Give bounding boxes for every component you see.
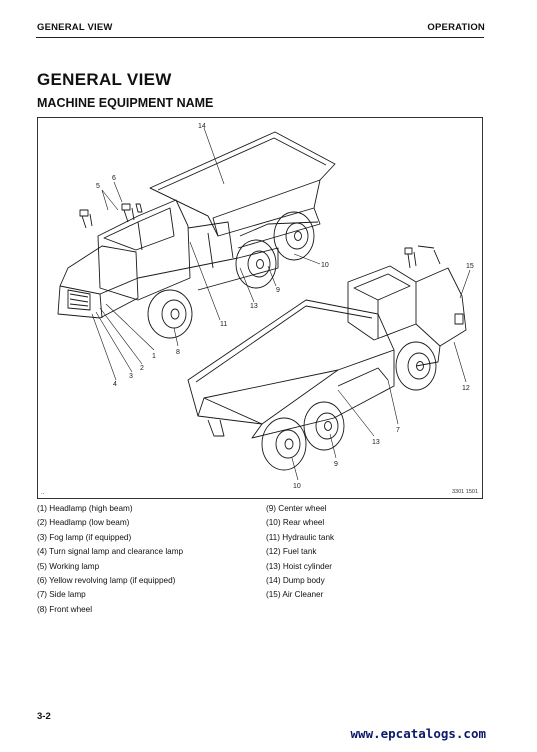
callout-label: 5 xyxy=(96,183,100,190)
running-header-section: GENERAL VIEW xyxy=(37,22,113,33)
callout-label: 13 xyxy=(372,439,380,446)
callout-label: 15 xyxy=(466,263,474,270)
engine-hood-b xyxy=(415,267,467,347)
center-wheel-b xyxy=(303,401,345,451)
legend-item: (5) Working lamp xyxy=(37,561,100,571)
callout-label: 1 xyxy=(152,353,156,360)
callout-label: 9 xyxy=(276,287,280,294)
legend-item: (8) Front wheel xyxy=(37,604,93,614)
callout-label: 6 xyxy=(112,175,116,182)
legend-item: (6) Yellow revolving lamp (if equipped) xyxy=(37,576,176,586)
legend-item: (7) Side lamp xyxy=(37,590,86,600)
callout-numbers: 14 5 6 10 13 9 11 8 1 2 3 4 15 12 7 13 9… xyxy=(96,123,474,490)
callout-label: 13 xyxy=(250,303,258,310)
callout-label: 10 xyxy=(321,262,329,269)
callout-label: 7 xyxy=(396,427,400,434)
callout-leaders xyxy=(91,127,471,481)
legend-item: (11) Hydraulic tank xyxy=(266,532,335,542)
running-header-chapter: OPERATION xyxy=(427,22,485,33)
legend-item: (1) Headlamp (high beam) xyxy=(37,504,133,513)
cab-b xyxy=(347,265,417,341)
front-wheel-a xyxy=(147,289,193,339)
truck-front-view xyxy=(57,131,336,339)
callout-label: 10 xyxy=(293,483,301,490)
callout-label: 11 xyxy=(220,321,227,328)
front-wheel-b xyxy=(395,341,437,391)
callout-label: 2 xyxy=(140,365,144,372)
dump-body-b xyxy=(187,299,395,425)
rear-wheel-b xyxy=(261,417,307,471)
machine-illustration: 14 5 6 10 13 9 11 8 1 2 3 4 15 12 7 13 9… xyxy=(37,117,483,499)
callout-label: 9 xyxy=(334,461,338,468)
legend-right-column: (9) Center wheel (10) Rear wheel (11) Hy… xyxy=(266,502,334,603)
page-title: GENERAL VIEW xyxy=(37,70,172,89)
legend-item: (4) Turn signal lamp and clearance lamp xyxy=(37,547,184,557)
page-subtitle: MACHINE EQUIPMENT NAME xyxy=(37,96,214,110)
header-rule xyxy=(36,37,484,38)
callout-label: 4 xyxy=(113,381,117,388)
figure-mark: .. xyxy=(41,490,45,496)
legend-item: (13) Hoist cylinder xyxy=(266,561,332,571)
truck-rear-view xyxy=(187,245,467,471)
watermark-link[interactable]: www.epcatalogs.com xyxy=(350,726,486,741)
legend-item: (14) Dump body xyxy=(266,576,325,586)
legend-item: (10) Rear wheel xyxy=(266,518,325,528)
legend-left-column: (1) Headlamp (high beam) (2) Headlamp (l… xyxy=(37,502,183,617)
legend-item: (9) Center wheel xyxy=(266,504,327,513)
figure-code: 3301 1501 xyxy=(452,489,478,495)
rear-wheel-a xyxy=(273,211,315,261)
cab-a xyxy=(97,199,191,301)
callout-label: 12 xyxy=(462,385,470,392)
callout-label: 8 xyxy=(176,349,180,356)
callout-label: 14 xyxy=(198,123,206,130)
hood-a xyxy=(57,245,139,319)
dump-body-a xyxy=(149,131,336,237)
page-number: 3-2 xyxy=(37,711,51,722)
callout-label: 3 xyxy=(129,373,133,380)
legend-item: (12) Fuel tank xyxy=(266,547,317,557)
legend-item: (2) Headlamp (low beam) xyxy=(37,518,130,528)
center-wheel-a xyxy=(235,239,277,289)
legend-item: (3) Fog lamp (if equipped) xyxy=(37,532,132,542)
legend-item: (15) Air Cleaner xyxy=(266,590,324,600)
truck-drawing: 14 5 6 10 13 9 11 8 1 2 3 4 15 12 7 13 9… xyxy=(57,123,474,490)
